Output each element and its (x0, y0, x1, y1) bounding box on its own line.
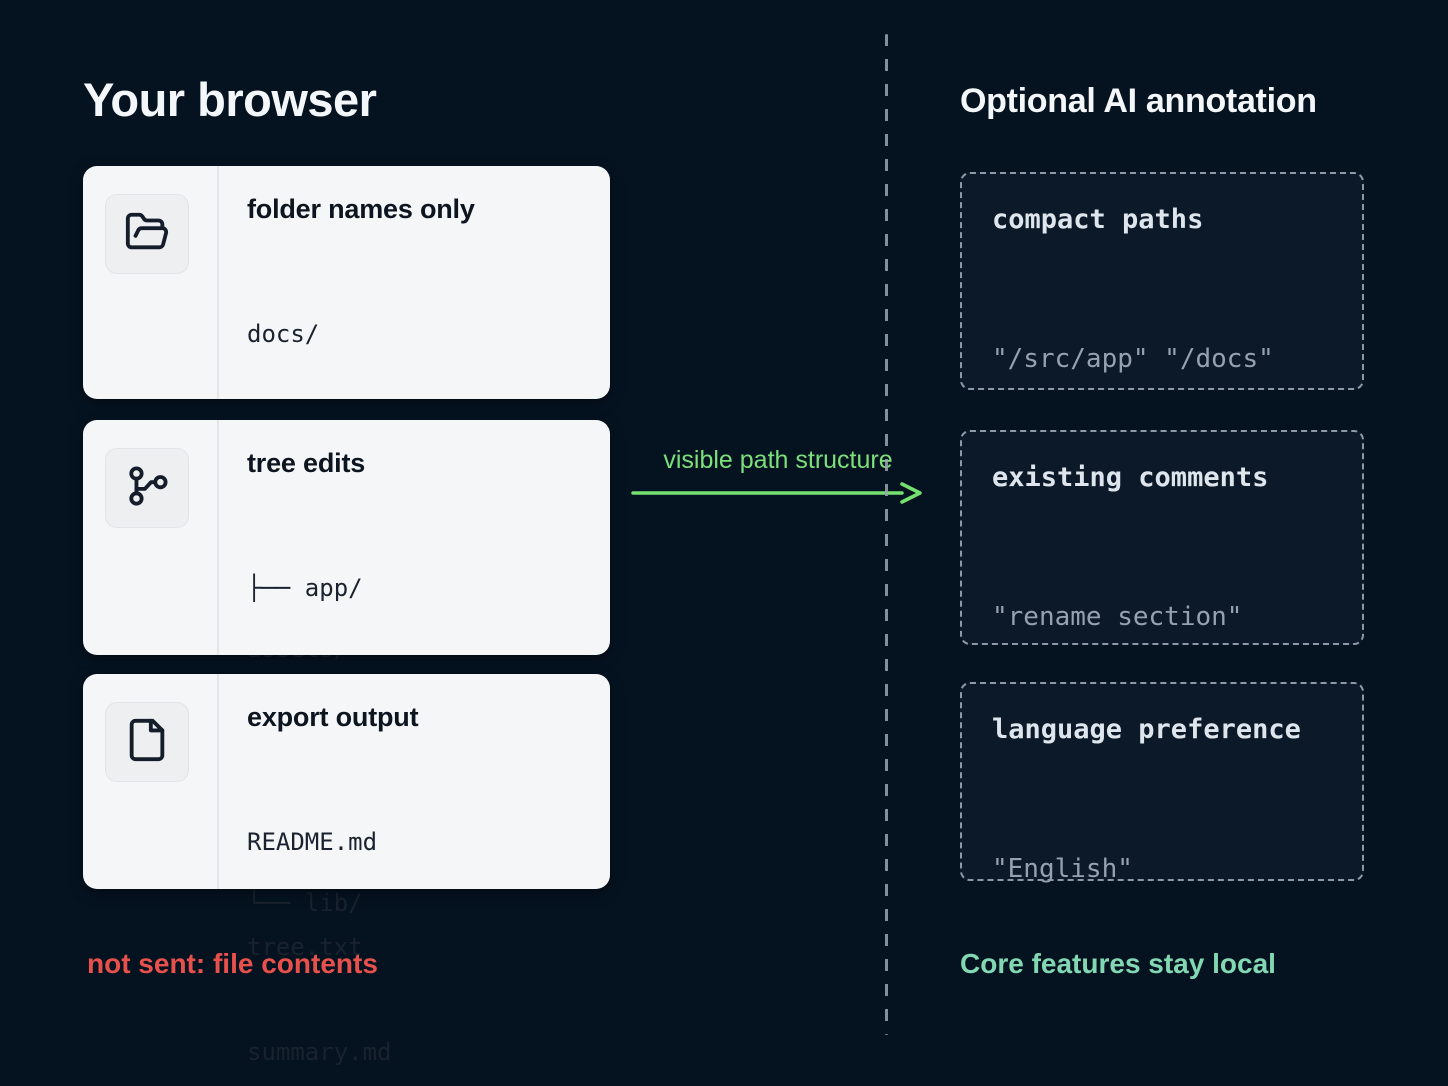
annotation-line: "rename section" (992, 602, 1243, 632)
annotation-box-existing-comments: existing comments "rename section" "clar… (960, 430, 1364, 752)
annotation-box-title: language preference (992, 714, 1301, 745)
arrow-label: visible path structure (663, 446, 893, 474)
card-line: └── lib/ (247, 889, 363, 917)
annotation-box-lines: "English" (992, 769, 1362, 969)
card-line: ├── app/ (247, 574, 363, 602)
icon-tile (105, 448, 189, 528)
annotation-box-compact-paths: compact paths "/src/app" "/docs" "/publi… (960, 172, 1364, 494)
file-icon (124, 717, 170, 768)
card-line: summary.md (247, 1038, 392, 1066)
annotation-box-title: existing comments (992, 462, 1269, 493)
section-divider (885, 34, 888, 1035)
card-line: tree.txt (247, 933, 363, 961)
card-line-list: README.md tree.txt summary.md (247, 755, 610, 1086)
right-section-title: Optional AI annotation (960, 82, 1317, 120)
folder-open-icon (124, 209, 170, 260)
card-column-divider (217, 420, 219, 655)
card-column-divider (217, 674, 219, 889)
card-folder-names: folder names only docs/ src/ public/ ass… (83, 166, 610, 663)
card-title: export output (247, 702, 419, 732)
card-export-output: export output README.md tree.txt summary… (83, 674, 610, 1066)
annotation-line: "/src/app" "/docs" (992, 344, 1274, 374)
right-arrow-icon (631, 482, 922, 504)
annotation-box-title: compact paths (992, 204, 1204, 235)
left-section-title: Your browser (83, 73, 377, 126)
icon-tile (105, 194, 189, 274)
card-line: README.md (247, 828, 378, 856)
card-title: tree edits (247, 448, 366, 478)
annotation-line: "English" (992, 854, 1133, 884)
card-line: docs/ (247, 320, 320, 348)
card-tree-edits: tree edits ├── app/ │ ├── page.tsx │ └──… (83, 420, 610, 917)
not-sent-note: not sent: file contents (87, 948, 378, 979)
icon-tile (105, 702, 189, 782)
card-title: folder names only (247, 194, 475, 224)
annotation-box-language-preference: language preference "English" (960, 682, 1364, 884)
card-column-divider (217, 166, 219, 399)
git-branch-icon (124, 463, 170, 514)
local-features-note: Core features stay local (960, 948, 1276, 979)
